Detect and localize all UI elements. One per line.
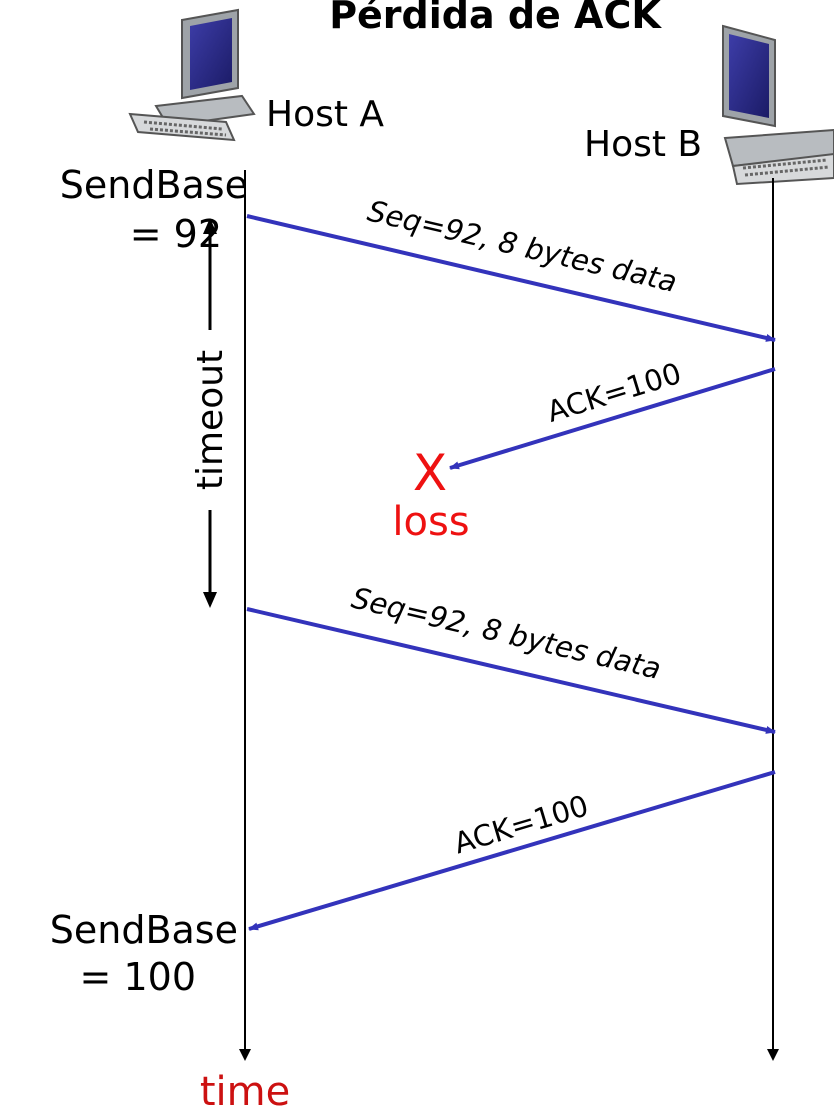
loss-label: loss — [392, 499, 469, 545]
sendbase-start-line1: SendBase — [60, 163, 248, 207]
host-b-computer-icon — [722, 24, 834, 186]
sendbase-end-line2: = 100 — [80, 955, 196, 999]
time-axis-label: time — [200, 1069, 290, 1115]
message-ack-1-arrow — [449, 367, 776, 470]
loss-mark: X — [413, 444, 447, 502]
timeout-label: timeout — [190, 350, 231, 490]
host-a-computer-icon — [128, 8, 256, 142]
message-segment-1-label: Seq=92, 8 bytes data — [364, 194, 680, 299]
host-b-label: Host B — [584, 124, 702, 165]
host-a-label: Host A — [266, 94, 384, 135]
message-segment-1-arrow — [246, 214, 776, 342]
message-segment-2-arrow — [246, 607, 776, 734]
message-ack-2-arrow — [248, 770, 776, 931]
sendbase-end-line1: SendBase — [50, 908, 238, 952]
timeout-interval: timeout — [190, 218, 231, 608]
diagram-title: Pérdida de ACK — [329, 0, 662, 37]
